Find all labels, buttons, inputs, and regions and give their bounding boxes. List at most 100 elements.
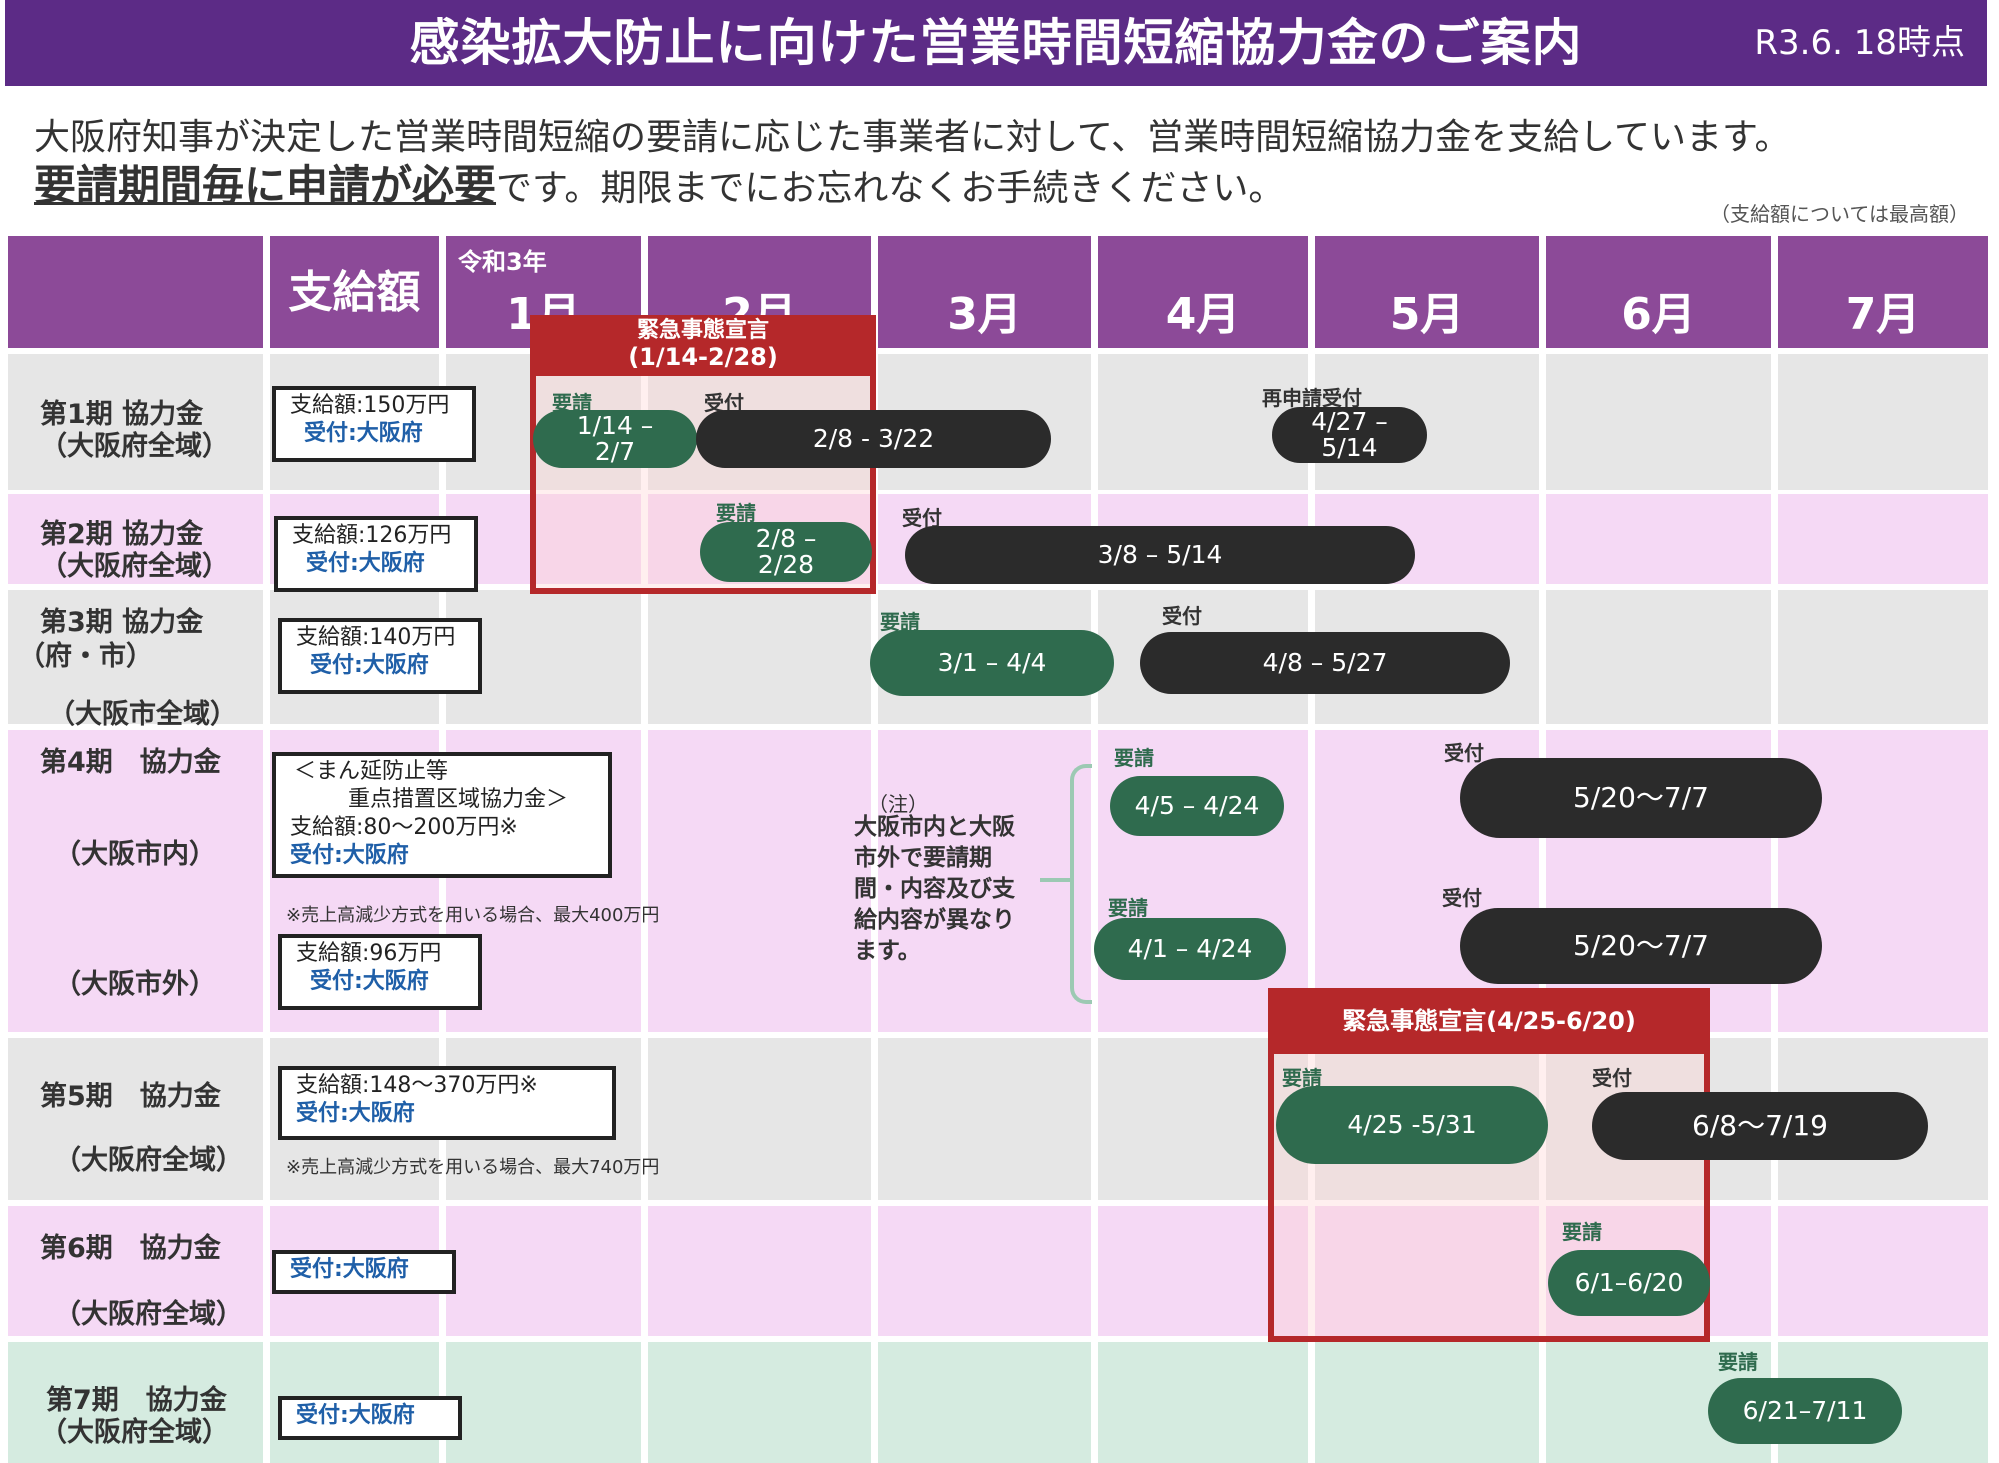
row-4-in-title-2: 重点措置区域協力金＞ (348, 787, 569, 812)
row-2-amount-box: 支給額:126万円 受付:大阪府 (274, 516, 478, 592)
row-4-out-accept: 受付:大阪府 (310, 969, 429, 994)
col-sep (871, 236, 878, 1463)
header-month-5: 5月 (1315, 236, 1539, 348)
row-3-amount-box: 支給額:140万円 受付:大阪府 (278, 618, 482, 694)
row-7-area: （大阪府全域） (40, 1417, 229, 1448)
row-3-request-pill: 3/1 – 4/4 (870, 630, 1114, 696)
row-3-label: 第3期 協力金 (40, 607, 204, 638)
col-sep (1539, 236, 1546, 1463)
intro-emphasis: 要請期間毎に申請が必要 (34, 161, 497, 210)
row-4-in-accept-pill: 5/20～7/7 (1460, 758, 1822, 838)
col-sep (1771, 236, 1778, 1463)
month-6-label: 6月 (1621, 289, 1696, 340)
row-4-notice-title: （注） (868, 792, 928, 816)
col-sep (263, 236, 270, 1463)
row-6-request-tag: 要請 (1562, 1220, 1602, 1244)
row-7-request-tag: 要請 (1718, 1350, 1758, 1374)
emergency-2-head: 緊急事態宣言(4/25-6/20) (1268, 988, 1710, 1054)
notice-bracket (1070, 764, 1092, 1004)
row-4-in-note: ※売上高減少方式を用いる場合、最大400万円 (286, 905, 660, 926)
col-sep (1308, 236, 1315, 1463)
row-3-scope: （府・市） (18, 641, 153, 672)
row-1-request-pill: 1/14 – 2/7 (533, 410, 697, 468)
row-6-request-pill: 6/1–6/20 (1548, 1250, 1710, 1316)
row-5-amount: 支給額:148～370万円※ (296, 1073, 538, 1098)
row-7-label: 第7期 協力金 (46, 1385, 227, 1416)
row-3-area: （大阪市全域） (48, 699, 237, 730)
row-5-area: （大阪府全域） (54, 1145, 243, 1176)
row-4-in-amount-box: ＜まん延防止等 重点措置区域協力金＞ 支給額:80～200万円※ 受付:大阪府 (272, 752, 612, 878)
header-month-4: 4月 (1098, 236, 1308, 348)
notice-bracket-tip (1040, 878, 1072, 882)
row-4-out-accept-tag: 受付 (1442, 886, 1482, 910)
row-6-accept: 受付:大阪府 (290, 1257, 409, 1282)
row-7-amount-box: 受付:大阪府 (278, 1396, 462, 1440)
row-3-accept: 受付:大阪府 (310, 653, 429, 678)
row-3-amount: 支給額:140万円 (296, 625, 456, 650)
row-4-out-accept-pill: 5/20～7/7 (1460, 908, 1822, 984)
row-6-label: 第6期 協力金 (40, 1233, 221, 1264)
col-sep (641, 236, 648, 1463)
row-1-area: （大阪府全域） (40, 431, 229, 462)
header-month-7: 7月 (1778, 236, 1988, 348)
row-1-label: 第1期 協力金 (40, 399, 204, 430)
row-5-accept-pill: 6/8～7/19 (1592, 1092, 1928, 1160)
row-2-request-tag: 要請 (716, 501, 756, 525)
header-month-3: 3月 (878, 236, 1091, 348)
row-5-note: ※売上高減少方式を用いる場合、最大740万円 (286, 1157, 660, 1178)
row-4-in-title-1: ＜まん延防止等 (294, 759, 449, 784)
header-blank (8, 236, 263, 348)
row-4-in-accept-tag: 受付 (1444, 741, 1484, 765)
header-amount-label: 支給額 (288, 267, 421, 318)
row-4-notice-body: 大阪市内と大阪 市外で要請期 間・内容及び支 給内容が異なり ます。 (854, 814, 1015, 964)
emergency-1-period: (1/14-2/28) (628, 343, 778, 371)
row-4-out-request-tag: 要請 (1108, 896, 1148, 920)
row-2-amount: 支給額:126万円 (292, 523, 452, 548)
intro-line-2: 要請期間毎に申請が必要です。期限までにお忘れなくお手続きください。 (34, 152, 1284, 213)
row-4-out-request-pill: 4/1 – 4/24 (1094, 918, 1286, 980)
intro-line-2-rest: です。期限までにお忘れなくお手続きください。 (496, 168, 1285, 209)
month-7-label: 7月 (1845, 289, 1921, 340)
row-3-accept-tag: 受付 (1162, 604, 1202, 628)
row-5-accept-tag: 受付 (1592, 1066, 1632, 1090)
emergency-1-title: 緊急事態宣言 (636, 318, 769, 343)
row-4-in-request-tag: 要請 (1114, 746, 1154, 770)
header-amount: 支給額 (270, 236, 439, 348)
row-2-accept-pill: 3/8 – 5/14 (905, 526, 1415, 584)
row-2-request-pill: 2/8 – 2/28 (700, 522, 872, 582)
row-2-area: （大阪府全域） (40, 551, 229, 582)
row-6-amount-box: 受付:大阪府 (272, 1250, 456, 1294)
header-month-6: 6月 (1546, 236, 1771, 348)
row-4-out-amount-box: 支給額:96万円 受付:大阪府 (278, 934, 482, 1010)
row-4-label: 第4期 協力金 (40, 747, 221, 778)
row-4-out-amount: 支給額:96万円 (296, 941, 442, 966)
row-3-accept-pill: 4/8 – 5/27 (1140, 632, 1510, 694)
row-4-in-request-pill: 4/5 – 4/24 (1110, 776, 1284, 836)
row-5-accept: 受付:大阪府 (296, 1101, 415, 1126)
month-4-label: 4月 (1165, 289, 1241, 340)
page-title: 感染拡大防止に向けた営業時間短縮協力金のご案内 (409, 14, 1583, 72)
row-1-reaccept-tag: 再申請受付 (1262, 386, 1362, 410)
row-1-amount: 支給額:150万円 (290, 393, 450, 418)
title-bar: 感染拡大防止に向けた営業時間短縮協力金のご案内 R3.6. 18時点 (5, 0, 1987, 86)
row-1-amount-box: 支給額:150万円 受付:大阪府 (272, 386, 476, 462)
row-1-reaccept-pill: 4/27 – 5/14 (1272, 407, 1427, 463)
month-5-label: 5月 (1389, 289, 1465, 340)
row-4-in-accept: 受付:大阪府 (290, 843, 409, 868)
row-1-accept: 受付:大阪府 (304, 421, 423, 446)
row-2-label: 第2期 協力金 (40, 519, 204, 550)
row-5-request-pill: 4/25 -5/31 (1276, 1086, 1548, 1164)
row-5-label: 第5期 協力金 (40, 1081, 221, 1112)
row-5-amount-box: 支給額:148～370万円※ 受付:大阪府 (278, 1066, 616, 1140)
amount-note: （支給額については最高額） (1710, 202, 1969, 226)
row-2-accept: 受付:大阪府 (306, 551, 425, 576)
row-1-accept-pill: 2/8 - 3/22 (696, 410, 1051, 468)
intro-line-1: 大阪府知事が決定した営業時間短縮の要請に応じた事業者に対して、営業時間短縮協力金… (34, 117, 1791, 158)
row-6-area: （大阪府全域） (54, 1299, 243, 1330)
month-3-label: 3月 (947, 289, 1022, 340)
row-7-accept: 受付:大阪府 (296, 1403, 415, 1428)
row-4-in-amount: 支給額:80～200万円※ (290, 815, 518, 840)
row-7-request-pill: 6/21–7/11 (1708, 1378, 1902, 1444)
era-label: 令和3年 (458, 248, 547, 276)
row-4-label-out: （大阪市外） (54, 969, 216, 1000)
